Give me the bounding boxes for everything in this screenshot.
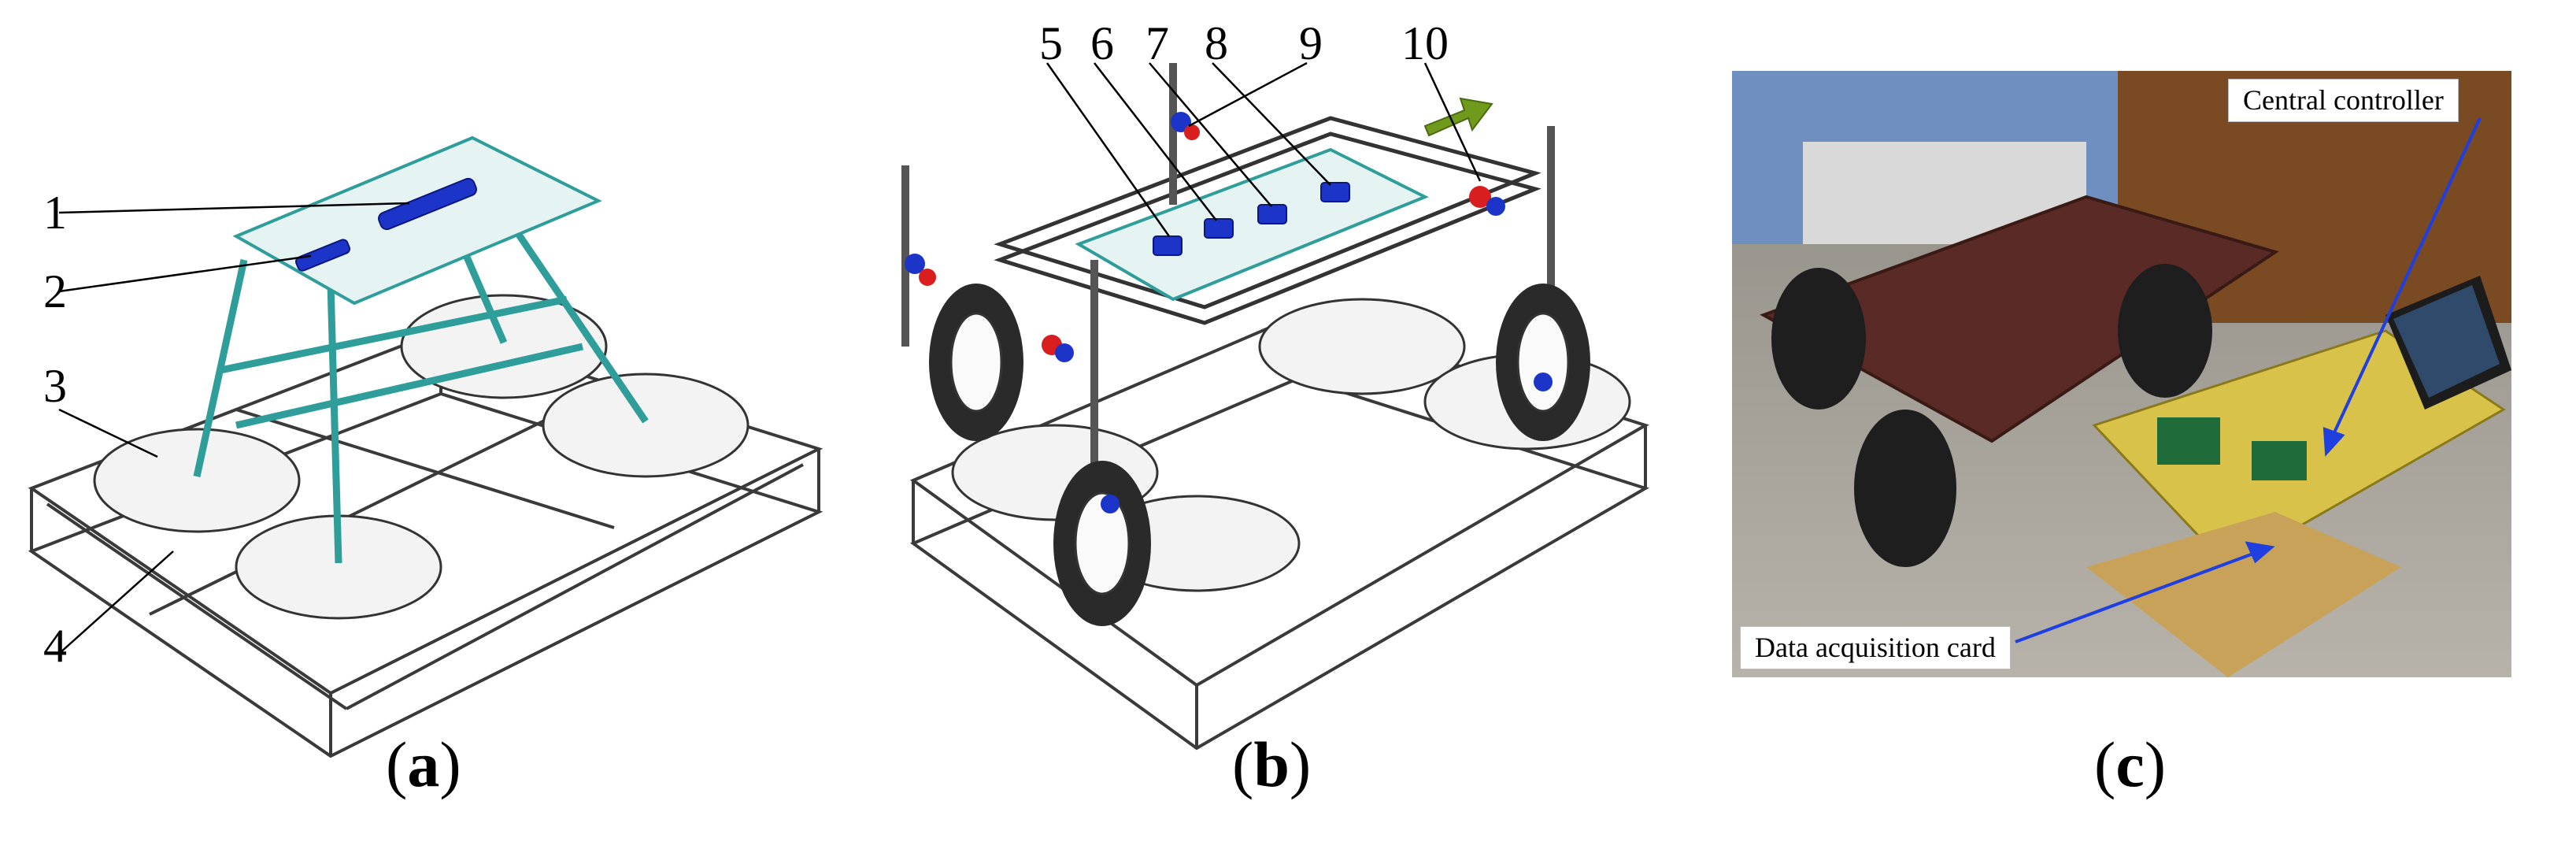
part-label-8: 8 [1205, 17, 1228, 69]
part-label-10: 10 [1401, 17, 1449, 69]
wheel-rear-left [1771, 268, 1866, 410]
load-plate-b [1075, 147, 1429, 302]
label-central-controller: Central controller [2228, 79, 2459, 123]
circuit-board-2 [2252, 441, 2307, 480]
part-label-4: 4 [43, 620, 67, 672]
panel-b-diagram: 5 6 7 8 9 10 (b) [858, 0, 1677, 849]
wheel-rear-right [2118, 264, 2212, 398]
part-label-2: 2 [43, 265, 67, 317]
test-bench-photo [1732, 71, 2511, 677]
part-label-7: 7 [1146, 17, 1169, 69]
platform-legs [193, 195, 649, 564]
caption-a: (a) [386, 729, 461, 800]
label-data-acquisition-card: Data acquisition card [1740, 626, 2011, 670]
part-label-1: 1 [43, 187, 67, 239]
panel-b-drawing: 5 6 7 8 9 10 [901, 17, 1649, 751]
force-sensors [294, 177, 477, 272]
desk [2086, 512, 2401, 677]
circuit-board-1 [2157, 417, 2220, 465]
part-label-5: 5 [1039, 17, 1063, 69]
chassis-frame [994, 116, 1542, 325]
panel-a-drawing: 1 2 3 4 [28, 135, 824, 758]
caption-b: (b) [1232, 729, 1312, 800]
vehicle-chassis [1760, 195, 2279, 443]
leader-lines [58, 202, 410, 654]
part-label-3: 3 [43, 360, 67, 412]
laptop-screen [2393, 285, 2500, 398]
panel-c-photo: Central controller Data acquisition card… [1677, 0, 2576, 849]
part-labels-b: 5 6 7 8 9 10 [1039, 17, 1449, 69]
photo-arrows [2015, 117, 2482, 643]
part-label-6: 6 [1090, 17, 1114, 69]
top-plate [232, 135, 602, 306]
motor-markers [905, 112, 1553, 513]
leader-lines-b [1046, 61, 1482, 237]
rotating-discs [93, 294, 749, 620]
part-label-9: 9 [1299, 17, 1323, 69]
sensors-b [1153, 182, 1350, 256]
caption-c: (c) [2094, 729, 2167, 800]
wheel-front-left [1854, 410, 1956, 567]
motion-direction-arrow [1423, 97, 1493, 137]
wheels [929, 284, 1590, 626]
part-labels-a: 1 2 3 4 [43, 187, 67, 672]
panel-a-diagram: 1 2 3 4 (a) [0, 0, 858, 849]
